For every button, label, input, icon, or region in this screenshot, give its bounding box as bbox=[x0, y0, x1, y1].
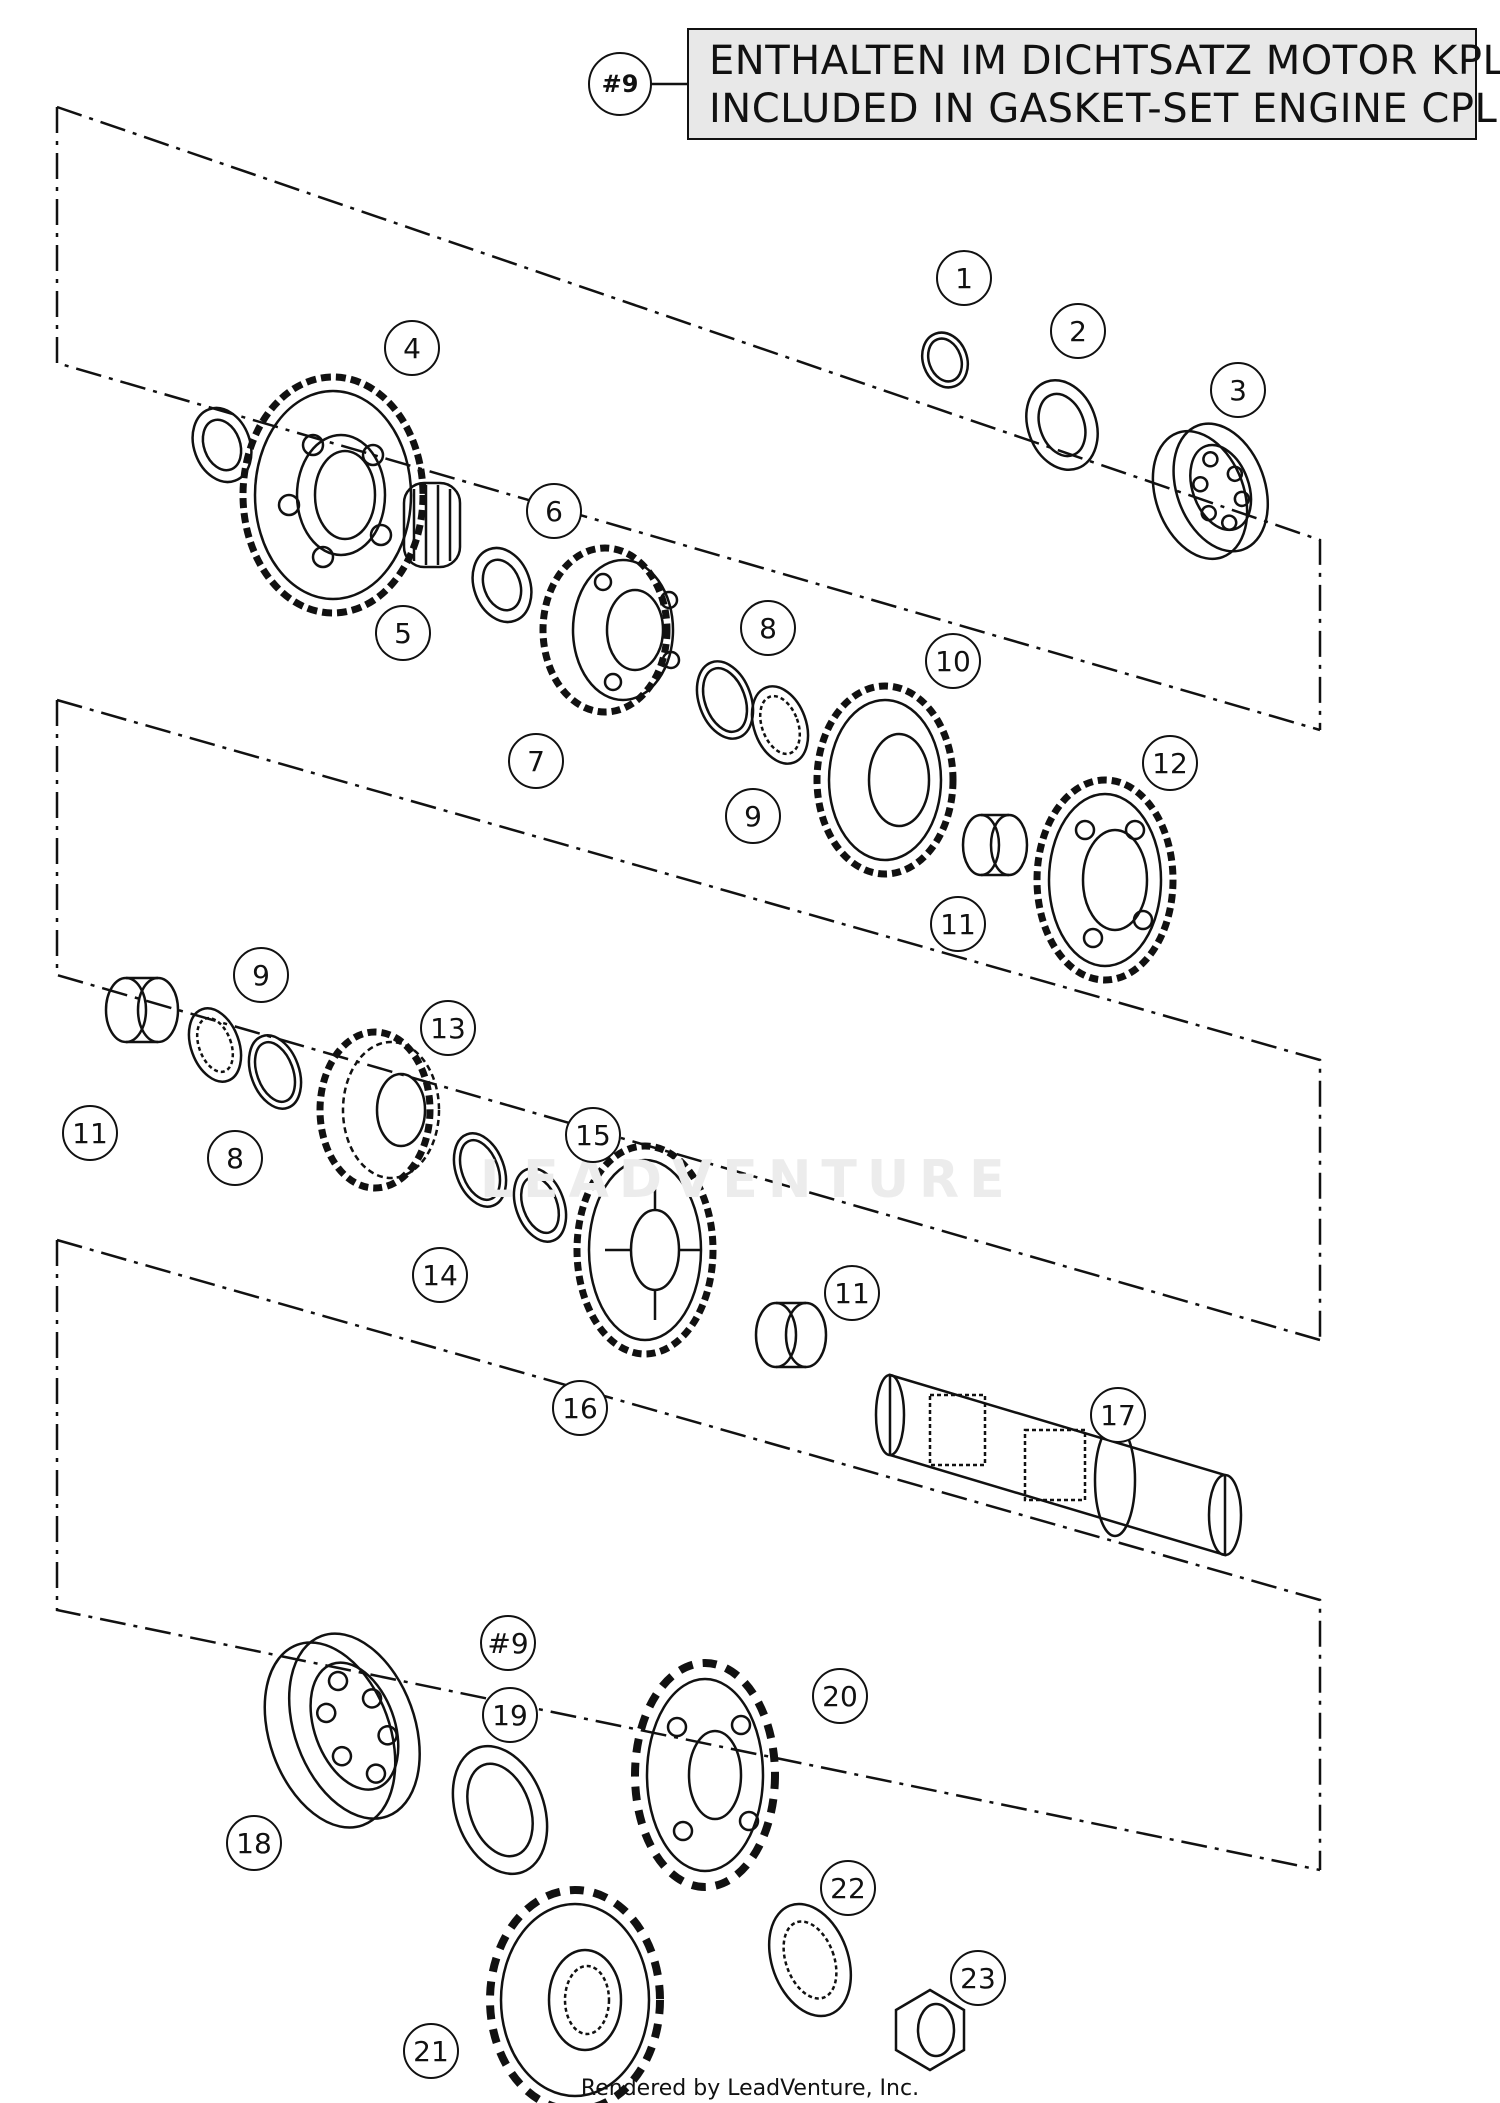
toothed-washer-part bbox=[187, 1007, 243, 1083]
callout-18: 18 bbox=[226, 1815, 282, 1871]
sprocket-part bbox=[631, 1659, 779, 1891]
callout-17: 17 bbox=[1090, 1387, 1146, 1443]
washer-part bbox=[191, 406, 253, 484]
callout-13: 13 bbox=[420, 1000, 476, 1056]
bushing-part bbox=[961, 813, 1029, 877]
callout-20: 20 bbox=[812, 1668, 868, 1724]
bushing-part bbox=[104, 976, 180, 1044]
washer-part bbox=[1025, 378, 1099, 472]
callout-11-middle: 11 bbox=[62, 1105, 118, 1161]
gear-part bbox=[239, 373, 427, 617]
callout-11-lower: 11 bbox=[824, 1265, 880, 1321]
callout-16: 16 bbox=[552, 1380, 608, 1436]
callout-21: 21 bbox=[403, 2023, 459, 2079]
callout-14: 14 bbox=[412, 1247, 468, 1303]
bushing-part bbox=[754, 1301, 828, 1369]
assembly-lines bbox=[55, 105, 1322, 1872]
washer-part bbox=[512, 1167, 568, 1243]
callout-reference-9: #9 bbox=[480, 1615, 536, 1671]
legend-english-text: INCLUDED IN GASKET-SET ENGINE CPL. bbox=[709, 86, 1500, 132]
legend-german-text: ENTHALTEN IM DICHTSATZ MOTOR KPL. bbox=[709, 38, 1500, 84]
callout-9: 9 bbox=[725, 788, 781, 844]
callout-8-middle: 8 bbox=[207, 1130, 263, 1186]
callout-5: 5 bbox=[375, 605, 431, 661]
footer-credit: Rendered by LeadVenture, Inc. bbox=[580, 2076, 920, 2101]
needle-bearing-part bbox=[402, 481, 462, 569]
callout-2: 2 bbox=[1050, 303, 1106, 359]
bearing-part bbox=[1151, 422, 1270, 561]
sprocket-part bbox=[486, 1886, 664, 2103]
bearing-part bbox=[263, 1632, 421, 1829]
gear-part bbox=[539, 544, 681, 716]
callout-11: 11 bbox=[930, 896, 986, 952]
callout-4: 4 bbox=[384, 320, 440, 376]
callout-23: 23 bbox=[950, 1950, 1006, 2006]
gear-part bbox=[316, 1028, 441, 1192]
reference-tag-badge: #9 bbox=[588, 52, 652, 116]
callout-8: 8 bbox=[740, 600, 796, 656]
callout-10: 10 bbox=[925, 633, 981, 689]
circlip-part bbox=[920, 331, 970, 389]
callout-19: 19 bbox=[482, 1687, 538, 1743]
gear-part bbox=[1033, 776, 1177, 984]
shaft-part bbox=[874, 1373, 1243, 1557]
callout-7: 7 bbox=[508, 733, 564, 789]
washer-part bbox=[471, 546, 533, 624]
callout-3: 3 bbox=[1210, 362, 1266, 418]
circlip-part bbox=[247, 1034, 303, 1110]
gear-part bbox=[813, 682, 957, 878]
callout-9-middle: 9 bbox=[233, 947, 289, 1003]
circlip-part bbox=[695, 660, 755, 740]
gasket-set-legend: ENTHALTEN IM DICHTSATZ MOTOR KPL. INCLUD… bbox=[687, 28, 1500, 140]
callout-12: 12 bbox=[1142, 735, 1198, 791]
gear-part bbox=[573, 1142, 717, 1358]
nut-part bbox=[894, 1988, 966, 2072]
callout-1: 1 bbox=[936, 250, 992, 306]
lock-washer-part bbox=[767, 1902, 853, 2018]
watermark-text: LEADVENTURE bbox=[480, 1150, 1015, 1210]
seal-ring-part bbox=[451, 1744, 549, 1876]
callout-22: 22 bbox=[820, 1860, 876, 1916]
toothed-washer-part bbox=[750, 685, 810, 765]
callout-15: 15 bbox=[565, 1107, 621, 1163]
circlip-part bbox=[452, 1132, 508, 1208]
callout-6: 6 bbox=[526, 483, 582, 539]
